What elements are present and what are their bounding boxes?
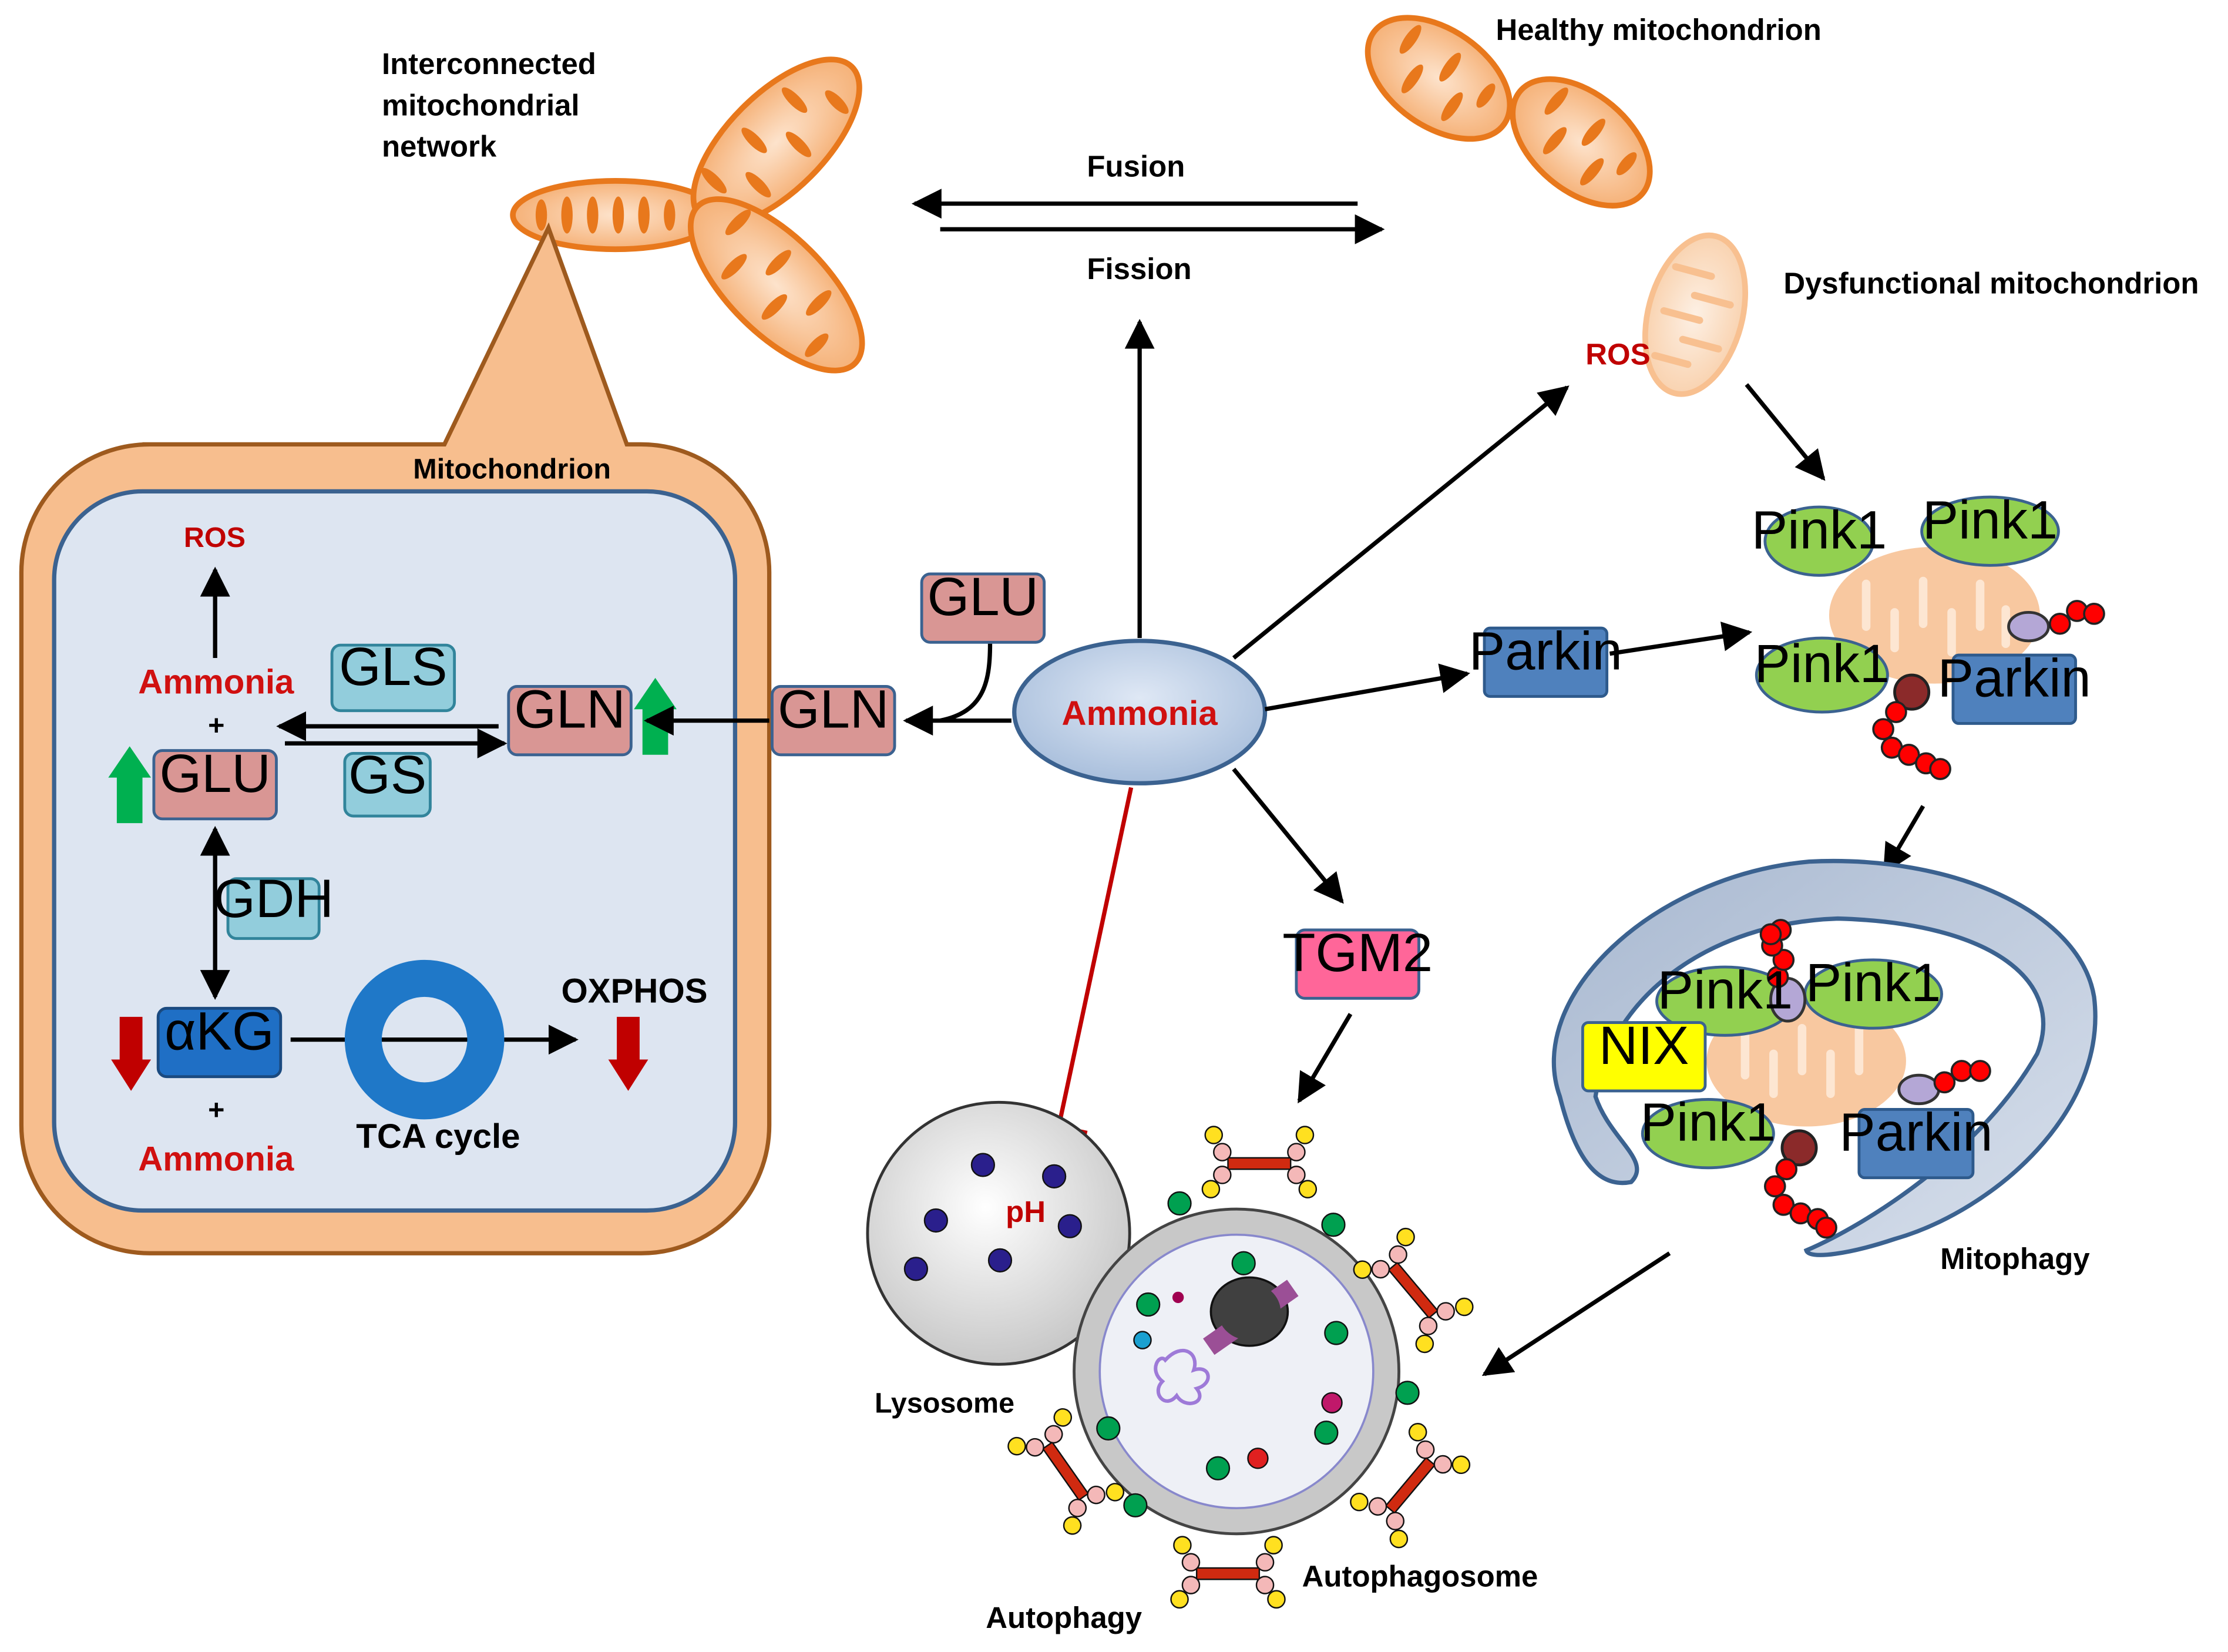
akg-label: αKG <box>164 1001 274 1062</box>
center-gln-box <box>771 685 896 757</box>
dysfunction-to-pink1-arrow <box>1745 383 1826 481</box>
pink1-label-2: Pink1 <box>1923 489 2058 550</box>
interconnected-network-mitochondria <box>510 56 865 374</box>
panel-gln-box <box>507 685 633 757</box>
pink1-badge <box>1641 1098 1775 1170</box>
panel-glu-box <box>152 749 278 821</box>
glu-up-arrow-icon <box>108 746 152 824</box>
ammonia-to-tgm2-arrow <box>1232 767 1344 904</box>
autophagosome <box>1007 1126 1474 1609</box>
mitophagy-parkin-label: Parkin <box>1839 1102 1992 1163</box>
mitophagy-label: Mitophagy <box>1940 1242 2090 1275</box>
pink1-parkin-cluster <box>1755 495 2105 780</box>
dysfunctional-label: Dysfunctional mitochondrion <box>1783 266 2199 300</box>
gls-label: GLS <box>339 636 447 697</box>
interconnected-label-1: Interconnected <box>382 47 596 80</box>
panel-plus-bottom: + <box>208 1094 224 1126</box>
cluster-to-mitophagy-arrow <box>1883 805 1925 874</box>
akg-down-arrow-icon <box>111 1016 152 1091</box>
ammonia-to-parkin-arrow <box>1264 663 1470 711</box>
center-glu-box <box>920 572 1046 644</box>
mitophagy-mitochondrion <box>1581 919 1991 1239</box>
panel-glu-label: GLU <box>159 743 270 804</box>
tgm2-to-autophagosome-arrow <box>1297 1013 1353 1104</box>
ph-label: pH <box>1006 1195 1046 1228</box>
ammonia-center-label: Ammonia <box>1062 694 1218 733</box>
mitophagy-pink1-label-3: Pink1 <box>1641 1092 1776 1153</box>
tgm2-box <box>1295 928 1420 1000</box>
tca-cycle-label: TCA cycle <box>356 1117 520 1156</box>
panel-plus-top: + <box>208 710 224 741</box>
gdh-box <box>226 877 321 940</box>
gdh-label: GDH <box>213 868 334 929</box>
center-parkin-label: Parkin <box>1469 620 1622 681</box>
panel-ammonia-top: Ammonia <box>138 663 294 701</box>
nix-box <box>1581 1021 1707 1093</box>
pink1-badge <box>1755 636 1889 714</box>
panel-gln-label: GLN <box>514 679 625 740</box>
pink1-badge <box>1920 495 2060 567</box>
cluster-parkin-box <box>1951 653 2077 725</box>
mitophagy-pink1-label-1: Pink1 <box>1658 959 1793 1020</box>
gs-label: GS <box>348 744 426 805</box>
gls-box <box>330 643 456 713</box>
oxphos-down-arrow-icon <box>608 1016 648 1091</box>
mitophagy-pink1-label-2: Pink1 <box>1806 952 1941 1013</box>
parkin-to-mito-arrow <box>1609 622 1753 656</box>
lysosome-label: Lysosome <box>875 1388 1014 1419</box>
healthy-label: Healthy mitochondrion <box>1496 13 1821 46</box>
nix-label: NIX <box>1599 1015 1689 1076</box>
autophagosome-label: Autophagosome <box>1302 1559 1538 1593</box>
ammonia-inhibits-lysosome-line <box>1056 787 1134 1129</box>
cluster-parkin-label: Parkin <box>1938 647 2091 708</box>
ammonia-node <box>1012 639 1268 785</box>
center-glu-label: GLU <box>928 566 1039 627</box>
center-gln-label: GLN <box>778 679 889 740</box>
gs-box <box>343 751 432 818</box>
pink1-label-3: Pink1 <box>1755 633 1890 694</box>
akg-box <box>156 1006 283 1079</box>
center-parkin-box <box>1483 626 1609 698</box>
panel-ammonia-bottom: Ammonia <box>138 1140 294 1178</box>
panel-ros-label: ROS <box>184 522 246 553</box>
pink1-label-1: Pink1 <box>1752 499 1887 560</box>
oxphos-label: OXPHOS <box>562 972 708 1010</box>
tca-cycle-ring-icon <box>344 959 505 1120</box>
lysosome <box>866 1100 1131 1366</box>
mitophagy-to-autophagy-arrow <box>1481 1251 1671 1376</box>
interconnected-label-2: mitochondrial <box>382 88 580 122</box>
dysfunctional-mitochondrion <box>1642 232 1749 397</box>
ammonia-to-ros-arrow <box>1232 385 1570 660</box>
tgm2-label: TGM2 <box>1282 922 1433 983</box>
fusion-label: Fusion <box>1087 150 1185 183</box>
ros-top-label: ROS <box>1585 338 1650 371</box>
autophagy-label: Autophagy <box>986 1601 1142 1634</box>
pink1-badge <box>1763 505 1875 577</box>
interconnected-label-3: network <box>382 130 497 163</box>
mitophagy-parkin-box <box>1857 1107 1975 1180</box>
glu-joining-curve <box>939 643 993 723</box>
fission-label: Fission <box>1087 252 1191 286</box>
mitochondrion-panel-title: Mitochondrion <box>413 454 611 485</box>
healthy-mitochondria <box>1365 15 1653 209</box>
